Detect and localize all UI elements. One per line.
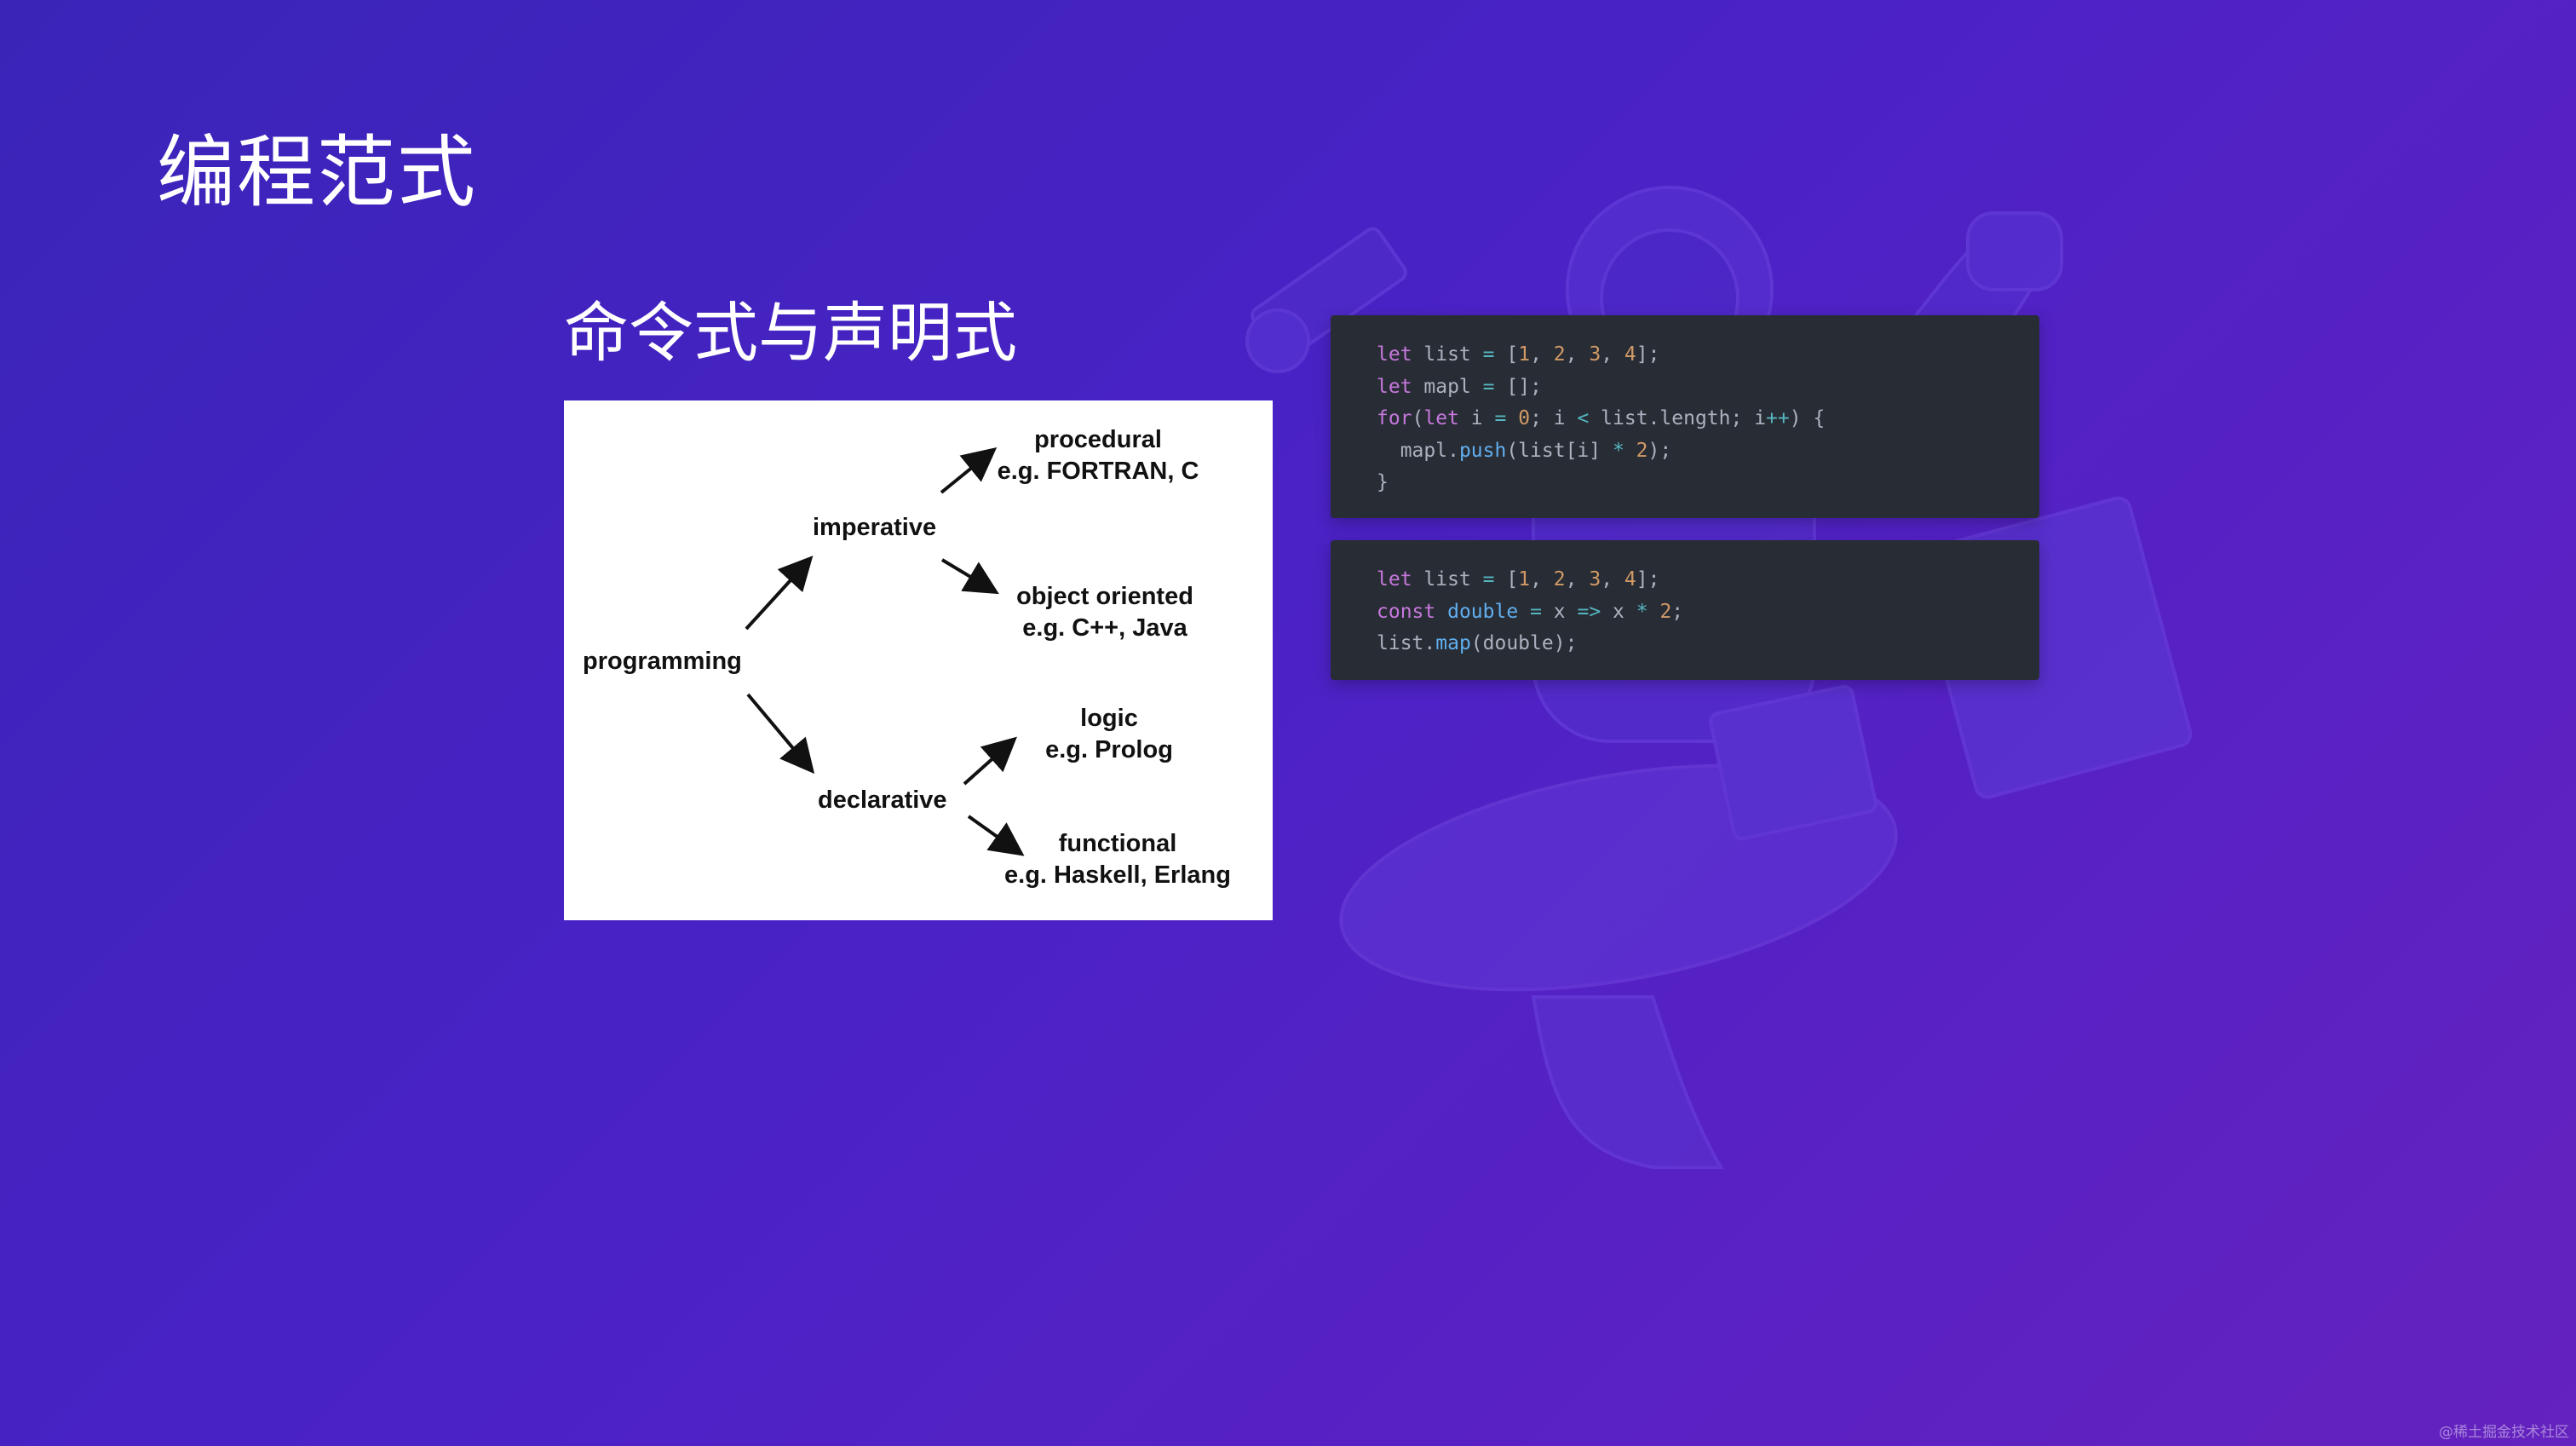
code-token: let [1377,568,1412,590]
node-procedural-example: e.g. FORTRAN, C [998,458,1199,485]
code-token: ]; [1636,343,1660,366]
code-token: (double); [1470,632,1578,654]
code-token: mapl. [1377,439,1459,462]
code-token: 2 [1553,343,1566,366]
node-imperative: imperative [813,514,936,541]
code-token: 3 [1589,343,1601,366]
code-token: , [1565,343,1590,366]
code-token: [ [1494,568,1519,590]
code-token: , [1601,343,1624,366]
code-token: x [1601,600,1636,623]
code-line: mapl.push(list[i] * 2); [1377,435,1993,468]
code-token: x [1541,600,1578,623]
code-line: let mapl = []; [1377,372,1993,404]
code-token: * [1636,600,1648,623]
code-token: 1 [1518,568,1531,590]
code-token: 0 [1518,407,1531,429]
code-token: let [1377,343,1412,366]
node-logic: logic [1080,705,1138,732]
arrow-imperative-procedural [940,446,998,494]
code-token: const [1377,600,1436,623]
code-token [1518,601,1530,623]
node-object-oriented-example: e.g. C++, Java [1022,614,1187,642]
code-token: []; [1494,375,1542,398]
code-token: , [1565,568,1590,590]
code-token: = [1482,568,1495,590]
code-token: ); [1647,439,1672,462]
code-token: list [1412,568,1483,590]
page-title: 编程范式 [157,127,478,218]
node-declarative: declarative [818,786,947,814]
code-token [1435,601,1447,623]
code-token [1506,407,1518,429]
code-token: ; [1671,600,1684,623]
code-token: let [1377,375,1412,398]
imperative-code-block: let list = [1, 2, 3, 4];let mapl = [];fo… [1331,315,2039,518]
code-token: ++ [1766,407,1790,429]
code-token: , [1530,343,1554,366]
code-token: = [1494,407,1507,429]
code-token: ]; [1636,568,1660,590]
code-token: 2 [1636,439,1648,462]
code-token: = [1482,343,1495,366]
code-line: let list = [1, 2, 3, 4]; [1377,564,1993,596]
arrow-imperative-object-oriented [940,558,999,595]
code-token: map [1435,632,1471,654]
code-token: ( [1412,407,1424,429]
code-line: } [1377,467,1993,499]
code-line: for(let i = 0; i < list.length; i++) { [1377,403,1993,435]
code-token: => [1577,600,1601,623]
code-token [1648,601,1660,623]
code-token: push [1458,439,1507,462]
code-token: 2 [1659,600,1672,623]
code-token: ; i [1530,407,1578,429]
code-token [1624,440,1636,462]
code-token: list.length; i [1589,407,1767,429]
code-token: double [1447,600,1519,623]
code-token: , [1601,568,1624,590]
code-token: i [1458,407,1495,429]
section-subtitle: 命令式与声明式 [564,295,1017,371]
code-token: 2 [1553,568,1566,590]
node-programming: programming [583,648,742,675]
code-token: 1 [1518,343,1531,366]
code-line: const double = x => x * 2; [1377,596,1993,629]
code-token: for [1377,407,1412,429]
code-token: ) { [1789,407,1826,429]
arrow-declarative-logic [963,736,1017,786]
code-line: let list = [1, 2, 3, 4]; [1377,339,1993,372]
code-token: [ [1494,343,1519,366]
declarative-code-block: let list = [1, 2, 3, 4];const double = x… [1331,540,2039,680]
code-token: } [1377,471,1389,493]
code-token: (list[i] [1506,439,1613,462]
watermark: @稀土掘金技术社区 [2439,1424,2569,1441]
code-token: = [1482,375,1495,398]
code-token: list. [1377,632,1436,654]
paradigm-diagram: programming imperative declarative proce… [564,400,1273,920]
code-line: list.map(double); [1377,628,1993,660]
code-token: list [1412,343,1483,366]
code-token: let [1423,407,1459,429]
code-token: = [1530,600,1542,623]
code-token: 4 [1624,568,1636,590]
code-token: , [1530,568,1554,590]
code-token: mapl [1412,375,1483,398]
node-procedural: procedural [1034,426,1162,453]
node-object-oriented: object oriented [1016,583,1193,610]
arrow-declarative-functional [967,815,1025,856]
code-token: < [1577,407,1590,429]
code-token: 3 [1589,568,1601,590]
node-functional-example: e.g. Haskell, Erlang [1004,861,1231,889]
arrow-programming-declarative [746,693,815,775]
arrow-programming-imperative [745,556,814,631]
paradigm-tree: programming imperative declarative proce… [583,426,1231,889]
node-logic-example: e.g. Prolog [1045,736,1173,763]
code-token: * [1612,439,1624,462]
node-functional: functional [1059,830,1177,857]
code-token: 4 [1624,343,1636,366]
